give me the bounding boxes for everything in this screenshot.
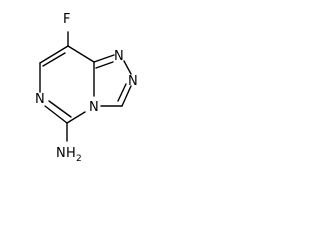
bond-c5-n4 bbox=[66, 111, 86, 124]
amine-n-label: N bbox=[56, 146, 66, 161]
bond-c8-c7 bbox=[39, 45, 69, 64]
triazole-n2-label: N bbox=[128, 74, 138, 89]
amine-h-label: H bbox=[66, 146, 76, 161]
bond-c8a-n1 bbox=[93, 54, 115, 63]
bridgehead-n-label: N bbox=[89, 100, 99, 115]
amine-group: N H 2 bbox=[56, 146, 82, 164]
bond-c8a-n1-double bbox=[95, 61, 114, 69]
pyrimidine-n-label: N bbox=[35, 92, 45, 107]
bond-c8-c7-double bbox=[42, 52, 66, 67]
triazole-n1-label: N bbox=[114, 49, 124, 64]
bonds bbox=[39, 31, 132, 142]
chemical-structure: F N N N N N H 2 bbox=[35, 12, 138, 164]
fluorine-label: F bbox=[63, 12, 70, 27]
bond-c8-c8a bbox=[67, 45, 95, 63]
bond-n2-c3-double bbox=[117, 83, 127, 102]
amine-h-subscript: 2 bbox=[76, 154, 82, 164]
bond-n6-c5 bbox=[44, 105, 68, 124]
bond-n1-n2 bbox=[123, 60, 132, 75]
bond-n2-c3 bbox=[121, 85, 132, 107]
bond-n6-c5-double bbox=[48, 100, 72, 118]
atom-labels: F N N N N N H 2 bbox=[35, 12, 138, 164]
